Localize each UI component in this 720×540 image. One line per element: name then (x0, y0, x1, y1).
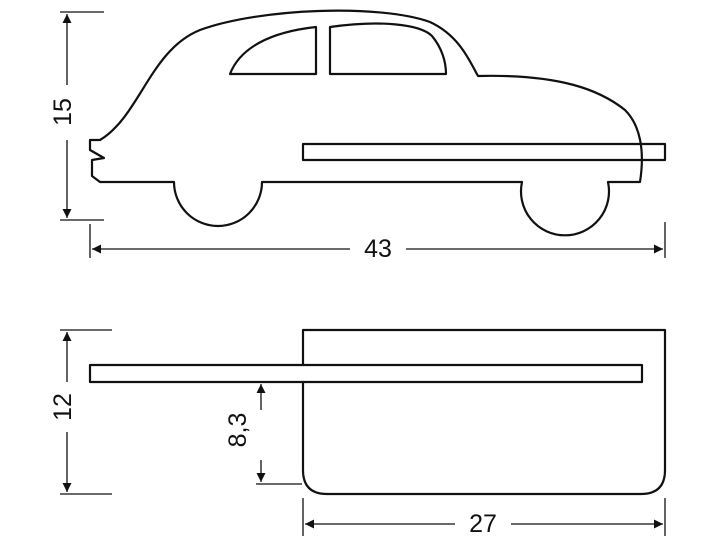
dimension-car-height: 15 (49, 11, 104, 221)
shelf-width-label: 27 (469, 510, 497, 538)
car-rear-window (228, 25, 318, 76)
dimension-shelf-offset: 8,3 (224, 384, 302, 485)
car-body-outline (88, 9, 643, 237)
car-front-window (328, 22, 448, 76)
shelf-board-side (88, 363, 644, 384)
car-length-label: 43 (364, 235, 392, 263)
shelf-offset-label: 8,3 (224, 413, 252, 448)
dimension-shelf-width: 27 (302, 498, 666, 538)
dimension-shelf-height: 12 (49, 329, 112, 495)
shelf-height-label: 12 (49, 393, 77, 421)
car-height-label: 15 (49, 98, 77, 126)
shelf-side-view (88, 328, 667, 496)
car-shelf-board (301, 142, 667, 162)
car-front-view (88, 9, 667, 237)
dimension-car-length: 43 (89, 222, 666, 263)
shelf-bracket-outline (301, 328, 667, 496)
